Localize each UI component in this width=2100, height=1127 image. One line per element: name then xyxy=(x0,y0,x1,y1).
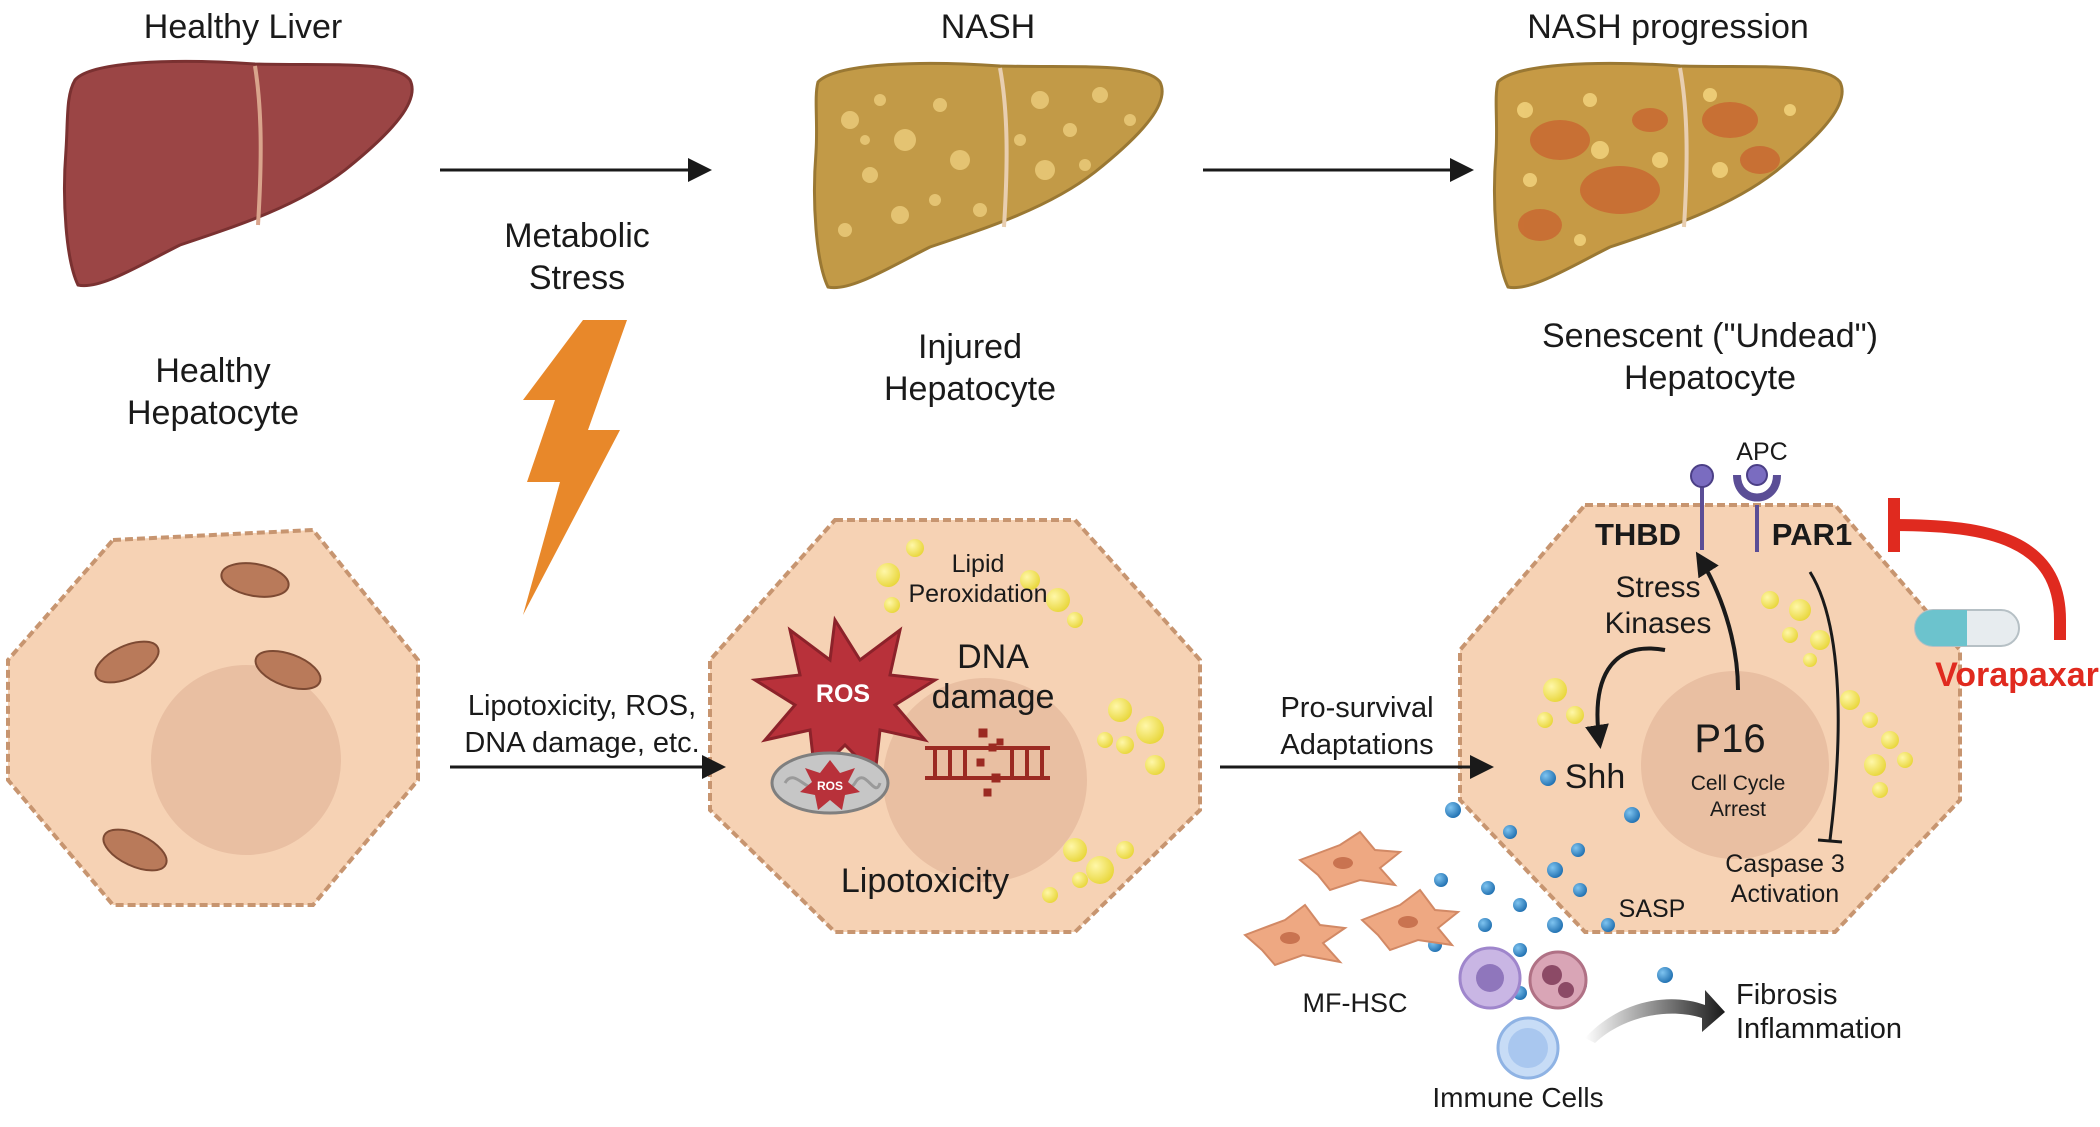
healthy-hepatocyte-label-line1: Healthy xyxy=(155,352,270,390)
vorapaxar-label: Vorapaxar xyxy=(1935,656,2099,694)
stage-title-nash: NASH xyxy=(941,8,1035,46)
metabolic-stress-label-line1: Metabolic xyxy=(504,217,650,255)
dna-damage-label-line1: DNA xyxy=(957,638,1029,676)
apc-ligand-icon xyxy=(1746,464,1768,486)
small-ros-label: ROS xyxy=(817,779,843,793)
par1-receptor-icon xyxy=(1733,464,1781,552)
lipid-droplets-senescent xyxy=(1537,591,1913,798)
capsule-pill-icon xyxy=(1914,609,2020,647)
thbd-label: THBD xyxy=(1595,517,1681,552)
injured-hepatocyte-label-line2: Hepatocyte xyxy=(884,370,1056,408)
senescent-hepatocyte-label-line2: Hepatocyte xyxy=(1624,359,1796,397)
stage-title-nash-progression: NASH progression xyxy=(1527,8,1809,46)
healthy-nucleus xyxy=(151,665,341,855)
kinases-to-shh-arrow xyxy=(1585,646,1666,749)
left-arrow-label-line1: Lipotoxicity, ROS, xyxy=(468,690,696,722)
sasp-secreted-factors xyxy=(1428,770,1673,1000)
dna-strand-icon xyxy=(925,728,1050,797)
cell-cycle-arrest-label-line1: Cell Cycle xyxy=(1691,772,1786,795)
shh-label: Shh xyxy=(1565,758,1626,796)
immune-cells-label: Immune Cells xyxy=(1432,1082,1603,1113)
lipid-peroxidation-label-line2: Peroxidation xyxy=(909,580,1048,608)
healthy-hepatocyte-label-line2: Hepatocyte xyxy=(127,394,299,432)
outcome-arrow-icon xyxy=(1585,990,1725,1043)
right-arrow-label-line2: Adaptations xyxy=(1280,729,1433,761)
dna-damage-label-line2: damage xyxy=(932,678,1055,716)
caspase-label-line2: Activation xyxy=(1731,880,1839,908)
p16-to-thbd-arrow xyxy=(1695,551,1740,691)
injured-hepatocyte-label-line1: Injured xyxy=(918,328,1022,366)
inflammation-label: Inflammation xyxy=(1736,1013,1902,1045)
stage-title-healthy-liver: Healthy Liver xyxy=(144,8,342,46)
left-arrow-label-line2: DNA damage, etc. xyxy=(464,727,699,759)
senescent-hepatocyte-cell xyxy=(1458,503,1962,934)
senescent-hepatocyte-label-line1: Senescent ("Undead") xyxy=(1542,317,1878,355)
mf-hsc-label: MF-HSC xyxy=(1303,988,1408,1018)
lipotoxicity-label: Lipotoxicity xyxy=(841,862,1009,900)
cell-cycle-arrest-label-line2: Arrest xyxy=(1710,798,1766,821)
par1-inhibits-caspase xyxy=(1808,571,1840,841)
mf-hsc-cells-icon xyxy=(1243,830,1461,967)
lipid-peroxidation-label-line1: Lipid xyxy=(952,550,1005,578)
nash-liver-illustration xyxy=(813,61,1164,290)
immune-cells-icon xyxy=(1458,946,1588,1080)
healthy-liver-illustration xyxy=(63,59,414,288)
lipid-droplets-injured xyxy=(876,539,1165,903)
thbd-receptor-icon xyxy=(1690,464,1714,550)
mitochondrion-icon xyxy=(94,562,322,872)
right-arrow-label-line1: Pro-survival xyxy=(1280,692,1433,724)
fibrosis-label: Fibrosis xyxy=(1736,979,1838,1011)
stress-kinases-label-line2: Kinases xyxy=(1605,607,1712,640)
senescent-nucleus xyxy=(1641,671,1829,859)
nash-progression-liver-illustration xyxy=(1493,61,1844,290)
ros-burst-icon: ROS xyxy=(750,615,940,779)
p16-label: P16 xyxy=(1694,717,1765,761)
apc-label: APC xyxy=(1736,438,1787,466)
healthy-hepatocyte-cell xyxy=(6,527,420,907)
sasp-label: SASP xyxy=(1619,895,1686,923)
vorapaxar-inhibitor-icon xyxy=(1888,498,2066,640)
damaged-mitochondrion-icon: ROS xyxy=(770,751,890,815)
stress-kinases-label-line1: Stress xyxy=(1615,571,1700,604)
ros-label: ROS xyxy=(816,680,870,708)
par1-label: PAR1 xyxy=(1772,517,1852,552)
metabolic-stress-label-line2: Stress xyxy=(529,259,625,297)
caspase-inhibition-bar xyxy=(1817,838,1843,844)
lightning-bolt-icon xyxy=(523,320,627,615)
caspase-label-line1: Caspase 3 xyxy=(1725,850,1845,878)
